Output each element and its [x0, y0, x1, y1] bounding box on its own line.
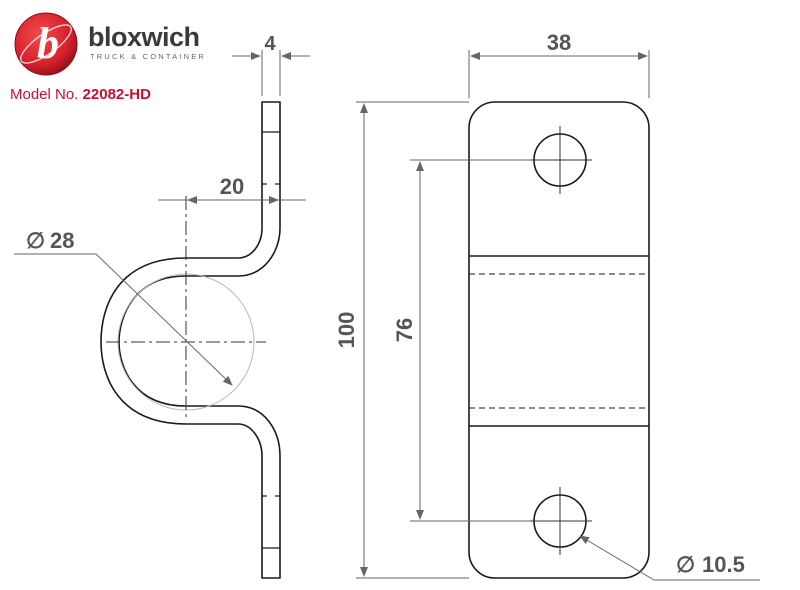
dim-hole-diameter-label: 10.5	[702, 552, 745, 577]
dim-hole-diameter-symbol: ∅	[676, 552, 695, 577]
front-view	[468, 101, 650, 579]
dim-length-label: 100	[334, 312, 359, 349]
side-view-tangent-ticks	[262, 131, 280, 549]
dim-length	[356, 101, 469, 579]
strap-profile-outline	[100, 101, 281, 579]
model-number: 22082-HD	[82, 86, 151, 103]
dim-width	[468, 50, 650, 98]
dim-bore-diameter-symbol: ∅	[26, 228, 45, 253]
dim-bore-diameter	[14, 253, 233, 386]
dim-hole-spacing	[410, 159, 530, 522]
side-view	[100, 101, 281, 579]
bore-centre-lines	[106, 196, 266, 420]
dim-thickness	[232, 50, 310, 96]
dim-bore-diameter-label: 28	[50, 228, 74, 253]
dim-thickness-label: 4	[264, 33, 276, 55]
dim-width-label: 38	[547, 30, 571, 55]
brand-tagline: TRUCK & CONTAINER	[90, 52, 207, 61]
dim-hole-spacing-label: 76	[392, 318, 417, 342]
logo-mark: b	[14, 12, 78, 76]
brand-logo: b bloxwich TRUCK & CONTAINER	[12, 10, 232, 80]
dim-offset-label: 20	[220, 174, 244, 199]
dim-hole-diameter	[579, 535, 760, 581]
brand-name: bloxwich	[88, 22, 200, 52]
model-number-line: Model No. 22082-HD	[10, 86, 151, 103]
model-label: Model No.	[10, 86, 79, 103]
plate-outline	[468, 101, 650, 579]
front-view-hidden-lines	[469, 273, 649, 409]
hole-centre-marks	[528, 126, 592, 555]
logo-letter: b	[37, 19, 59, 68]
